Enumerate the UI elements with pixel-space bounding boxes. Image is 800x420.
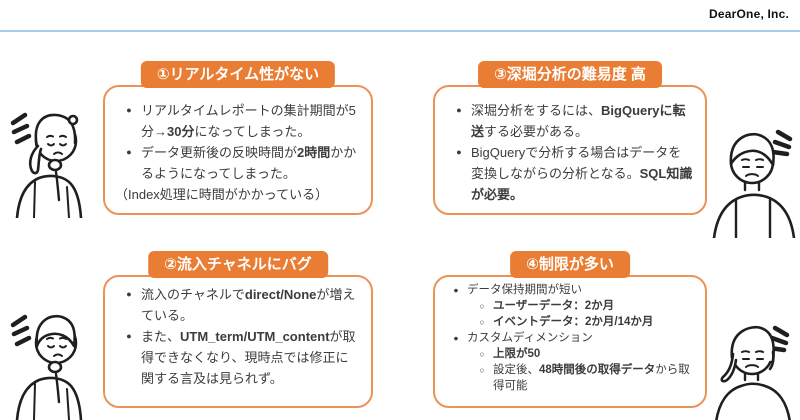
bullet-item: ● 流入のチャネルでdirect/Noneが増えている。 bbox=[117, 284, 359, 326]
bullet-text: データ更新後の反映時間が2時間かかるようになってしまった。 bbox=[141, 145, 357, 181]
panel-body-3: ● 深堀分析をするには、BigQueryに転送する必要がある。 ● BigQueryで… bbox=[435, 87, 705, 205]
issue-panel-2: ②流入チャネルにバグ ● 流入のチャネルでdirect/Noneが増えている。 ● ま… bbox=[103, 251, 373, 408]
bullet-text: リアルタイムレポートの集計期間が5分→30分になってしまった。 bbox=[141, 103, 356, 139]
sad-face bbox=[46, 134, 67, 155]
hollow-bullet-marker: ○ bbox=[479, 317, 485, 327]
bullet-item: ● BigQueryで分析する場合はデータを変換しながらの分析となる。SQL知識が… bbox=[447, 142, 693, 205]
bullet-text: イベントデータ：2か月/14か月 bbox=[493, 316, 654, 328]
bullet-marker: ● bbox=[126, 147, 132, 157]
bullet-text: （Index処理に時間がかかっている） bbox=[115, 187, 329, 202]
bullet-item: ○ イベントデータ：2か月/14か月 bbox=[471, 314, 695, 330]
bullet-marker: ● bbox=[126, 105, 132, 115]
bullet-marker: ● bbox=[456, 105, 462, 115]
panel-title-3: ③深堀分析の難易度 高 bbox=[478, 61, 662, 88]
bullet-item: ● また、UTM_term/UTM_contentが取得できなくなり、現時点では修… bbox=[117, 326, 359, 389]
annoyance-mark-icon bbox=[770, 129, 793, 157]
panel-title-1: ①リアルタイム性がない bbox=[140, 61, 336, 88]
issue-panel-1: ①リアルタイム性がない ● リアルタイムレポートの集計期間が5分→30分になってし… bbox=[103, 61, 373, 215]
panel-body-1: ● リアルタイムレポートの集計期間が5分→30分になってしまった。 ● データ更新後の… bbox=[105, 87, 371, 205]
header-divider-line bbox=[0, 30, 800, 32]
bullet-text: 深堀分析をするには、BigQueryに転送する必要がある。 bbox=[471, 103, 686, 139]
hollow-bullet-marker: ○ bbox=[479, 301, 485, 311]
sad-woman-illustration bbox=[712, 320, 798, 420]
bullet-text: データ保持期間が短い bbox=[467, 284, 582, 296]
sad-face bbox=[741, 350, 764, 368]
bullet-marker: ● bbox=[126, 289, 132, 299]
bullet-item: ● カスタムディメンション bbox=[445, 330, 695, 346]
bullet-item: ● リアルタイムレポートの集計期間が5分→30分になってしまった。 bbox=[117, 100, 359, 142]
bullet-marker: ● bbox=[453, 285, 459, 295]
bullet-item: （Index処理に時間がかかっている） bbox=[115, 184, 359, 205]
bullet-item: ● データ更新後の反映時間が2時間かかるようになってしまった。 bbox=[117, 142, 359, 184]
bullet-item: ○ ユーザーデータ：2か月 bbox=[471, 298, 695, 314]
bullet-text: ユーザーデータ：2か月 bbox=[493, 300, 615, 312]
worried-woman-thinking-illustration bbox=[4, 102, 90, 218]
bullet-item: ○ 設定後、48時間後の取得データから取得可能 bbox=[471, 362, 695, 394]
bullet-item: ● データ保持期間が短い bbox=[445, 282, 695, 298]
issue-panel-3: ③深堀分析の難易度 高 ● 深堀分析をするには、BigQueryに転送する必要があ… bbox=[433, 61, 707, 215]
bullet-text: 流入のチャネルでdirect/Noneが増えている。 bbox=[141, 287, 356, 323]
hollow-bullet-marker: ○ bbox=[479, 365, 485, 375]
issue-panel-4: ④制限が多い ● データ保持期間が短い ○ ユーザーデータ：2か月 ○ イベントデータ：2… bbox=[433, 251, 707, 408]
hollow-bullet-marker: ○ bbox=[479, 349, 485, 359]
bullet-text: 上限が50 bbox=[493, 348, 541, 360]
annoyance-mark-icon bbox=[10, 314, 32, 347]
bullet-text: カスタムディメンション bbox=[467, 332, 593, 344]
panel-title-2: ②流入チャネルにバグ bbox=[148, 251, 328, 278]
bullet-item: ● 深堀分析をするには、BigQueryに転送する必要がある。 bbox=[447, 100, 693, 142]
bullet-text: BigQueryで分析する場合はデータを変換しながらの分析となる。SQL知識が必… bbox=[471, 145, 693, 202]
bullet-text: また、UTM_term/UTM_contentが取得できなくなり、現時点では修正… bbox=[141, 329, 356, 386]
bullet-marker: ● bbox=[456, 147, 462, 157]
sad-man-illustration bbox=[708, 124, 800, 238]
worried-man-thinking-illustration bbox=[4, 304, 90, 420]
bullet-marker: ● bbox=[126, 331, 132, 341]
sad-face bbox=[46, 336, 67, 357]
bullet-marker: ● bbox=[453, 333, 459, 343]
bullet-item: ○ 上限が50 bbox=[471, 346, 695, 362]
panel-body-4: ● データ保持期間が短い ○ ユーザーデータ：2か月 ○ イベントデータ：2か月/14か月… bbox=[435, 277, 705, 394]
bullet-text: 設定後、48時間後の取得データから取得可能 bbox=[493, 364, 690, 392]
annoyance-mark-icon bbox=[10, 112, 32, 145]
sad-face bbox=[741, 158, 764, 177]
panel-body-2: ● 流入のチャネルでdirect/Noneが増えている。 ● また、UTM_term/… bbox=[105, 277, 371, 389]
brand-logo: DearOne, Inc. bbox=[709, 7, 789, 21]
panel-title-4: ④制限が多い bbox=[510, 251, 630, 278]
